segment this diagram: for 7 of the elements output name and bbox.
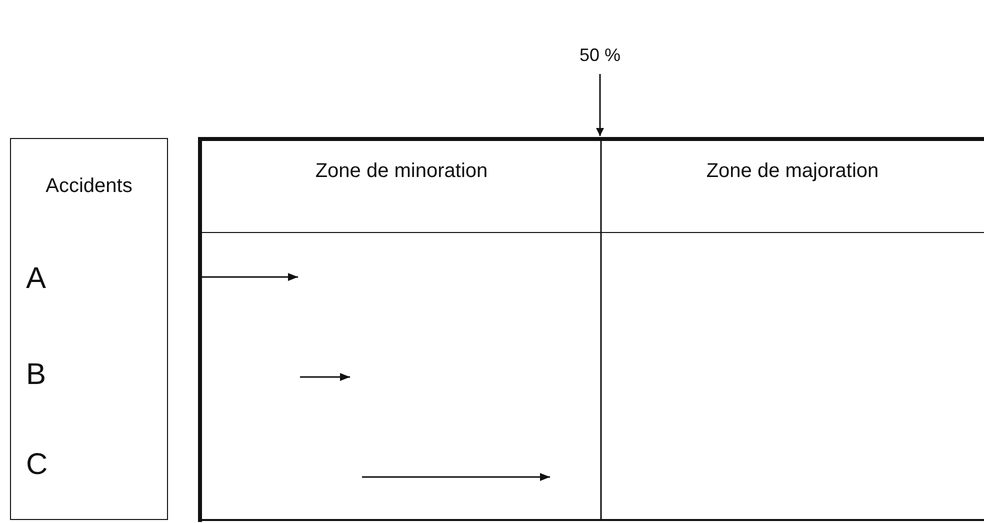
row-letter: C — [26, 448, 48, 482]
header-cell: Zone de minoration — [202, 141, 601, 233]
row-letter: A — [26, 262, 46, 296]
row-letter: B — [26, 358, 46, 392]
percent-label: 50 % — [560, 38, 640, 72]
header-cell: Zone de majoration — [601, 141, 984, 233]
leader-arrow — [596, 74, 604, 136]
